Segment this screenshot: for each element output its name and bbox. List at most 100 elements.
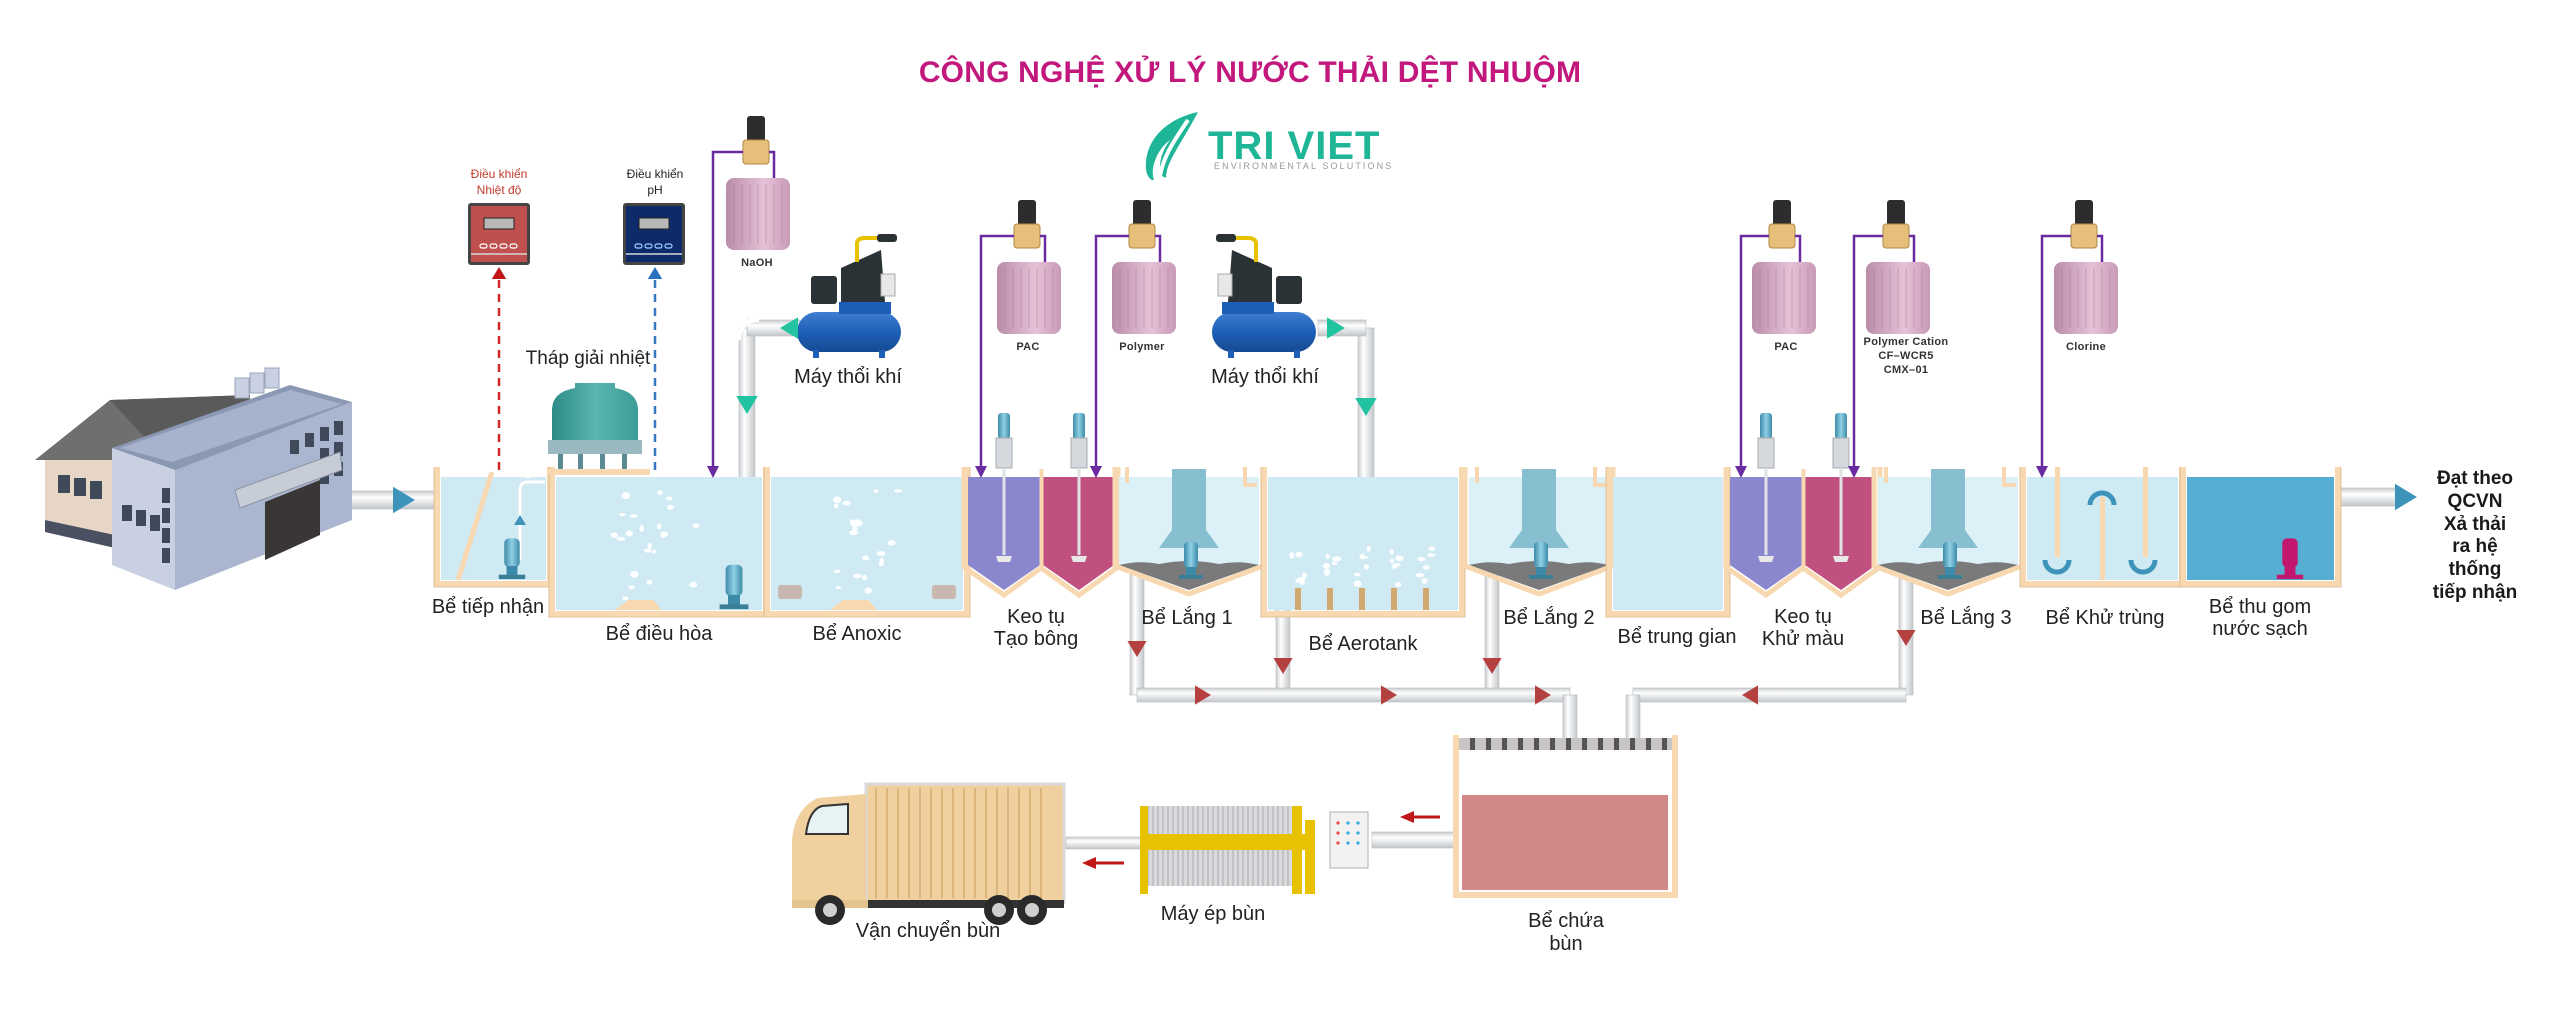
blower-grip <box>877 234 897 242</box>
flow-curve-icon <box>2128 559 2158 575</box>
temp-controller-label-1: Điều khiển <box>470 167 528 181</box>
temp-controller-label-2: Nhiệt độ <box>476 183 522 197</box>
mixer-gearbox <box>1832 437 1850 469</box>
truck-chassis <box>866 900 1064 908</box>
mixer-icon <box>778 585 802 599</box>
air-arrow-icon <box>1355 398 1377 416</box>
factory-window <box>136 510 146 526</box>
flow-arrows <box>393 267 2417 869</box>
sludge-tank-grate <box>1582 738 1587 750</box>
dosing-suction-line <box>1155 234 1162 262</box>
bubble <box>1353 580 1362 588</box>
temperature-controller-icon-display <box>483 217 515 230</box>
flow-curve-icon <box>2042 559 2072 575</box>
mixer-motor <box>998 413 1010 439</box>
filter-press-icon <box>1140 806 1369 894</box>
panel-led <box>1356 831 1360 835</box>
ph-controller-icon-face <box>626 206 682 262</box>
tank-label-aerotank: Bể Aerotank <box>1308 633 1418 655</box>
tank-label-lang-1: Bể Lắng 1 <box>1141 607 1233 629</box>
bubble <box>853 573 862 579</box>
bubble <box>657 490 663 495</box>
tank-lang-3-center-well <box>1918 469 1978 548</box>
bubble <box>887 539 896 546</box>
controller-button <box>479 243 488 249</box>
pump-body <box>2284 565 2296 576</box>
blower-leg <box>1294 350 1300 358</box>
factory-chimney <box>234 377 250 399</box>
chem-label-naoh: NaOH <box>741 257 773 269</box>
flow-curve-icon <box>2087 490 2117 506</box>
panel-led <box>1336 841 1340 845</box>
factory-window <box>162 528 170 543</box>
truck-hubcap <box>823 903 837 917</box>
mixer-impeller <box>1758 556 1774 562</box>
sludge-tank-grate <box>1646 738 1651 750</box>
bubble <box>616 536 626 541</box>
sludge-tank-grate <box>1534 738 1539 750</box>
bubble <box>639 525 644 532</box>
baffle <box>2100 497 2105 580</box>
air-diffuser <box>1391 588 1397 610</box>
sludge-tank-grate <box>1630 738 1635 750</box>
bubble <box>1359 555 1368 559</box>
factory-window <box>90 481 102 499</box>
bubble <box>656 523 662 530</box>
pump-icon <box>1529 542 1553 579</box>
dosing-line <box>2040 234 2071 472</box>
sludge-arrow-icon <box>1482 658 1502 674</box>
sludge-header-right <box>1632 687 1907 703</box>
sludge-arrow-icon <box>1127 641 1147 657</box>
dosing-suction-line <box>1909 234 1916 262</box>
sludge-tank-grate <box>1566 738 1571 750</box>
factory-chimney <box>264 367 280 389</box>
pump-base <box>1179 575 1203 579</box>
ph-controller-label-2: pH <box>647 183 663 197</box>
bubble <box>630 570 639 578</box>
controller-button <box>499 243 508 249</box>
sludge-direction-arrow-head-icon <box>1082 857 1096 869</box>
factory-window <box>162 548 170 563</box>
dosing-suction-line <box>1795 234 1802 262</box>
tank-lang-1-weir <box>1243 467 1257 487</box>
dosing-line <box>711 150 743 472</box>
bubble <box>1323 569 1331 576</box>
factory-window <box>334 442 343 456</box>
controller-button <box>644 243 653 249</box>
tank-lang-1 <box>1112 467 1266 597</box>
filter-press-frame <box>1292 806 1302 894</box>
controller-button <box>664 243 673 249</box>
baffle <box>2055 467 2060 557</box>
tank-thu-gom-water <box>2187 477 2334 580</box>
bubble <box>876 550 886 556</box>
factory-window <box>162 508 170 523</box>
factory-door <box>265 480 320 560</box>
ph-controller-icon <box>623 203 685 265</box>
outlet-line-2: Xả thải ra hệ <box>2443 513 2507 558</box>
tank-tiep-nhan-water <box>441 477 546 580</box>
blower-handle <box>855 236 877 262</box>
dosing-pac-1 <box>997 200 1061 334</box>
panel-led <box>1346 841 1350 845</box>
blower-leg <box>879 350 885 358</box>
tank-aerotank-water <box>1268 477 1458 610</box>
equipment-layer <box>468 116 2304 925</box>
tank-trung-gian <box>1605 467 1731 618</box>
bubble <box>1322 562 1330 569</box>
tower-leg <box>622 454 627 470</box>
pump-base <box>719 604 749 610</box>
air-arrow-icon <box>736 396 758 414</box>
mixer-agitator-icon <box>995 413 1013 562</box>
factory-building <box>35 367 352 590</box>
dosing-line <box>979 234 1014 472</box>
inlet-arrow-icon <box>393 486 415 514</box>
mixer-agitator-icon <box>1757 413 1775 562</box>
dosing-suction-line <box>769 150 776 178</box>
air-arrow-icon <box>780 317 798 339</box>
filter-press-frame <box>1305 820 1315 894</box>
bubble <box>833 569 841 574</box>
blower-fan-cover <box>880 273 896 297</box>
tank-trung-gian-water <box>1613 477 1723 610</box>
mixer-gearbox <box>1070 437 1088 469</box>
tank-lang-1-center-well <box>1159 469 1219 548</box>
